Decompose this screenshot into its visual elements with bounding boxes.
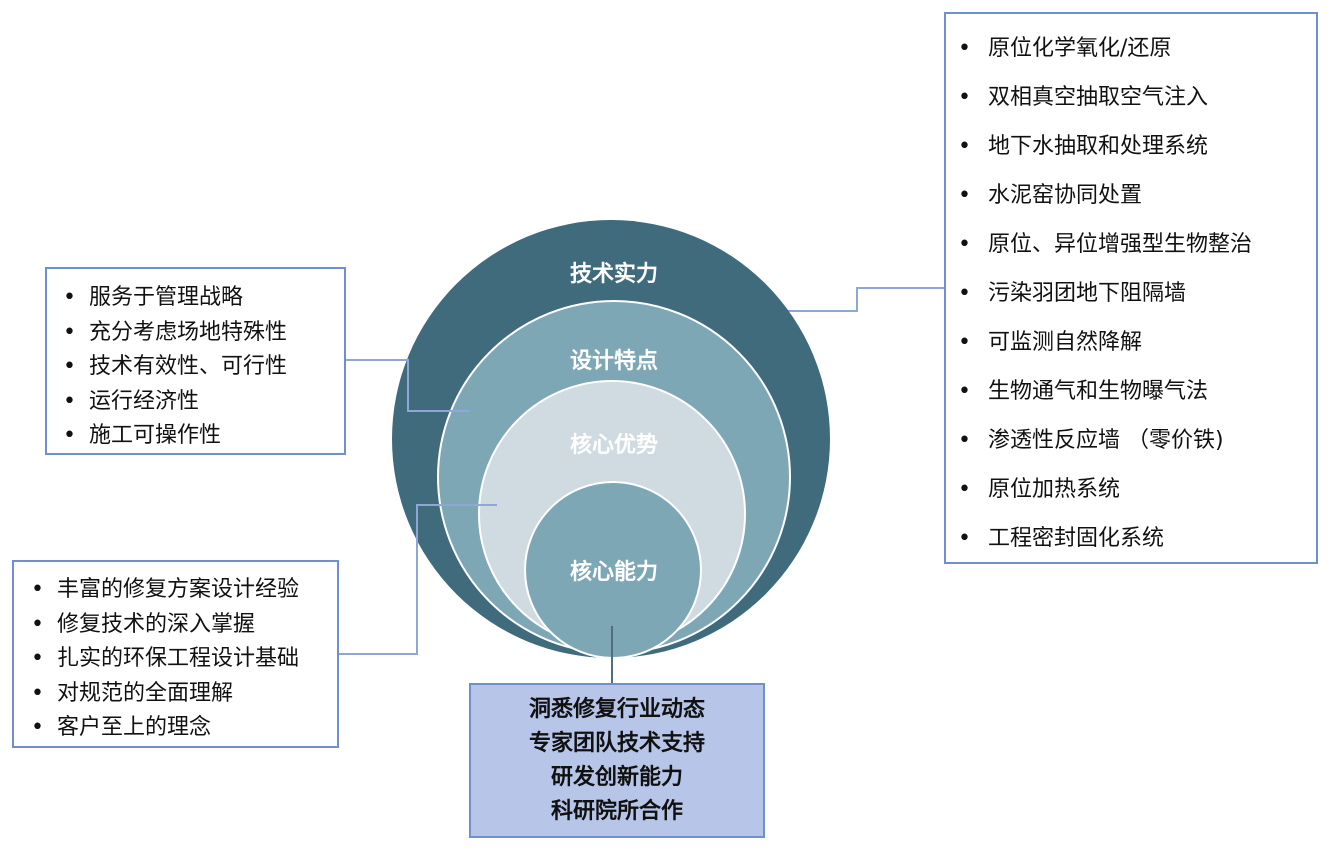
list-item: 地下水抽取和处理系统	[958, 127, 1308, 176]
list-item: 修复技术的深入掌握	[31, 608, 329, 643]
core-advantages-box: 丰富的修复方案设计经验 修复技术的深入掌握 扎实的环保工程设计基础 对规范的全面…	[12, 560, 339, 748]
core-capabilities-box: 洞悉修复行业动态 专家团队技术支持 研发创新能力 科研院所合作	[469, 683, 765, 838]
list-item: 丰富的修复方案设计经验	[31, 573, 329, 608]
ring-label-inner: 核心能力	[570, 559, 658, 585]
ring-label-third: 核心优势	[570, 432, 658, 458]
list-item: 对规范的全面理解	[31, 677, 329, 712]
design-features-box: 服务于管理战略 充分考虑场地特殊性 技术有效性、可行性 运行经济性 施工可操作性	[45, 267, 346, 455]
list-item: 原位化学氧化/还原	[958, 29, 1308, 78]
connector-technical-strength	[768, 287, 944, 312]
list-item: 原位、异位增强型生物整治	[958, 225, 1308, 274]
list-item: 原位加热系统	[958, 470, 1308, 519]
list-item: 污染羽团地下阻隔墙	[958, 274, 1308, 323]
list-item: 水泥窑协同处置	[958, 176, 1308, 225]
list-item: 技术有效性、可行性	[63, 350, 336, 385]
list-item: 工程密封固化系统	[958, 519, 1308, 568]
list-item: 扎实的环保工程设计基础	[31, 642, 329, 677]
ring-label-second: 设计特点	[570, 348, 658, 374]
list-item: 可监测自然降解	[958, 323, 1308, 372]
capability-line: 科研院所合作	[550, 798, 683, 824]
connector-core-advantages	[339, 504, 497, 655]
list-item: 渗透性反应墙 （零价铁)	[958, 421, 1308, 470]
connector-design-features	[346, 359, 470, 412]
list-item: 双相真空抽取空气注入	[958, 78, 1308, 127]
list-item: 客户至上的理念	[31, 711, 329, 746]
ring-label-outer: 技术实力	[570, 261, 658, 287]
list-item: 施工可操作性	[63, 419, 336, 454]
technical-strength-box: 原位化学氧化/还原 双相真空抽取空气注入 地下水抽取和处理系统 水泥窑协同处置 …	[944, 12, 1318, 564]
list-item: 生物通气和生物曝气法	[958, 372, 1308, 421]
list-item: 充分考虑场地特殊性	[63, 316, 336, 351]
list-item: 运行经济性	[63, 385, 336, 420]
capability-line: 洞悉修复行业动态	[528, 696, 705, 722]
capability-line: 研发创新能力	[550, 764, 683, 790]
capability-line: 专家团队技术支持	[528, 730, 705, 756]
list-item: 服务于管理战略	[63, 281, 336, 316]
